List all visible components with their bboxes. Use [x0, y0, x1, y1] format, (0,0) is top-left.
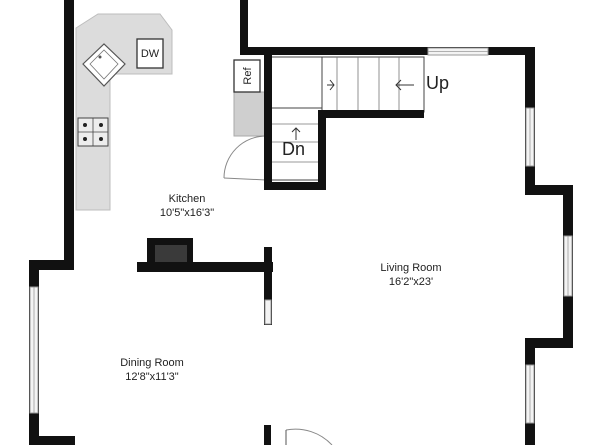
- dishwasher: DW: [136, 38, 164, 69]
- room-name: Kitchen: [169, 193, 206, 205]
- room-name: Dining Room: [120, 357, 184, 369]
- room-dimensions: 16'2"x23': [389, 276, 433, 288]
- dishwasher-label: DW: [141, 48, 160, 60]
- room-label-dining-room: Dining Room 12'8"x11'3": [120, 357, 184, 383]
- refrigerator-label: Ref: [242, 67, 254, 85]
- staircase: Up Dn: [270, 56, 449, 181]
- stairs-up-label: Up: [426, 73, 449, 93]
- windows: [29, 47, 573, 424]
- door-swing-bottom: [285, 428, 333, 445]
- room-label-living-room: Living Room 16'2"x23': [380, 262, 441, 288]
- room-dimensions: 12'8"x11'3": [125, 371, 178, 383]
- door-swing: [223, 135, 267, 181]
- stove-icon: [77, 117, 109, 147]
- sink-icon: [82, 43, 126, 87]
- stairs-down-label: Dn: [282, 139, 305, 159]
- room-dimensions: 10'5"x16'3": [160, 207, 214, 219]
- refrigerator: Ref: [233, 59, 268, 137]
- room-name: Living Room: [380, 262, 441, 274]
- room-label-kitchen: Kitchen 10'5"x16'3": [160, 193, 214, 219]
